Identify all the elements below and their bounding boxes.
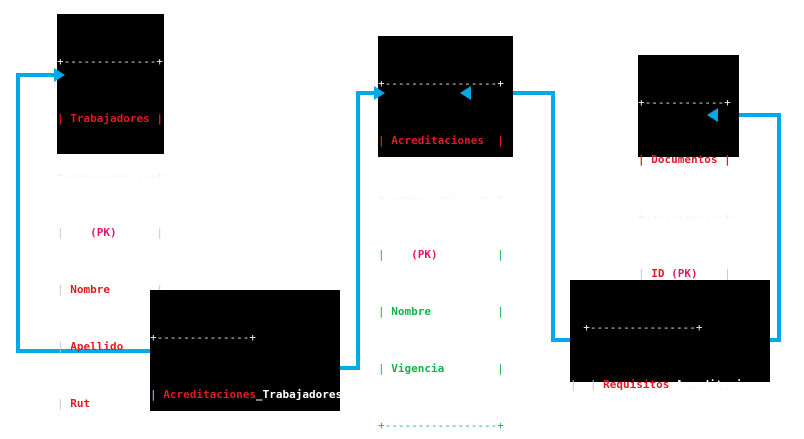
table-acreditaciones-top-border: +-----------------+: [378, 77, 504, 90]
field-acreditaciones-nombre[interactable]: | Nombre |: [378, 305, 504, 318]
table-acr-trab-top-border: +--------------+: [150, 331, 256, 344]
field-acreditaciones-vigencia[interactable]: | Vigencia |: [378, 362, 504, 375]
field-documentos-id[interactable]: | ID (PK) |: [638, 267, 731, 280]
connector-req-doc-arrowhead: [707, 108, 718, 122]
field-trabajadores-rut[interactable]: | Rut |: [57, 397, 163, 410]
connector-req-doc-seg-v: [777, 113, 781, 342]
row-pipe: |: [378, 248, 392, 261]
table-acr-trab-title: | Acreditaciones_Trabajadores: [150, 388, 343, 401]
table-requisitos-top-border: +----------------+: [583, 321, 703, 334]
pk-marker: (PK): [671, 267, 698, 280]
row-pipe: |: [57, 397, 71, 410]
row-pipe: |: [378, 305, 392, 318]
connector-trabajador-seg-v: [16, 73, 20, 353]
field-acreditaciones-id[interactable]: | ID (PK) |: [378, 248, 504, 261]
connector-acreditacion-seg-v: [356, 91, 360, 370]
title-text: Acreditaciones: [163, 388, 256, 401]
field-name: Apellido: [70, 340, 124, 353]
field-trabajadores-apellido[interactable]: | Apellido |: [57, 340, 163, 353]
table-acreditaciones-bottom-border: +-----------------+: [378, 419, 504, 432]
table-acreditaciones[interactable]: +-----------------+ | Acreditaciones | +…: [378, 36, 513, 432]
table-requisitos-title: | | Requisitos_Acreditaciones |: [570, 378, 782, 391]
row-pipe: |: [57, 226, 71, 239]
table-trabajadores-title: | Trabajadores |: [57, 112, 163, 125]
pk-marker: (PK): [90, 226, 117, 239]
table-acreditaciones-title: | Acreditaciones |: [378, 134, 504, 147]
field-name: Nombre: [70, 283, 110, 296]
connector-req-doc-seg-h-top: [718, 113, 781, 117]
field-trabajadores-nombre[interactable]: | Nombre |: [57, 283, 163, 296]
field-name: ID: [391, 248, 405, 261]
connector-req-acr-seg-v: [551, 91, 555, 342]
table-documentos-mid-border: +------------+: [638, 210, 731, 223]
connector-trabajador-seg-h-left: [16, 349, 160, 353]
table-requisitos-mid-border: +----------------+: [570, 432, 770, 439]
table-documentos-title: | Documentos |: [638, 153, 731, 166]
table-trabajadores-mid-border: +--------------+: [57, 169, 163, 182]
row-pipe: |: [638, 267, 652, 280]
table-documentos[interactable]: +------------+ | Documentos | +---------…: [638, 55, 739, 394]
table-documentos-bottom-border: +------------+: [638, 381, 731, 394]
connector-acreditacion-arrowhead: [374, 86, 385, 100]
field-trabajadores-id[interactable]: | ID (PK) |: [57, 226, 163, 239]
table-acreditaciones-mid-border: +-----------------+: [378, 191, 504, 204]
field-name: ID: [651, 267, 665, 280]
table-trabajadores-top-border: +--------------+: [57, 55, 163, 68]
field-name: Rut: [70, 397, 91, 410]
field-name: ID: [70, 226, 84, 239]
pk-marker: (PK): [411, 248, 438, 261]
table-trabajadores[interactable]: +--------------+ | Trabajadores | +-----…: [57, 14, 164, 410]
table-acreditaciones-trabajadores[interactable]: +--------------+ | Acreditaciones_Trabaj…: [150, 290, 343, 411]
field-name: Vigencia: [391, 362, 445, 375]
connector-acreditacion-seg-h-top: [356, 91, 378, 95]
row-pipe: |: [57, 340, 71, 353]
row-pipe: |: [378, 362, 392, 375]
title-text: Requisitos: [603, 378, 670, 391]
connector-trabajador-seg-h-top: [16, 73, 56, 77]
table-requisitos-acreditaciones[interactable]: +----------------+ | | Requisitos_Acredi…: [570, 280, 782, 439]
table-documentos-top-border: +------------+: [638, 96, 731, 109]
row-pipe: |: [57, 283, 71, 296]
connector-req-acr-arrowhead: [460, 86, 471, 100]
connector-trabajador-arrowhead: [54, 68, 65, 82]
field-name: Nombre: [391, 305, 431, 318]
